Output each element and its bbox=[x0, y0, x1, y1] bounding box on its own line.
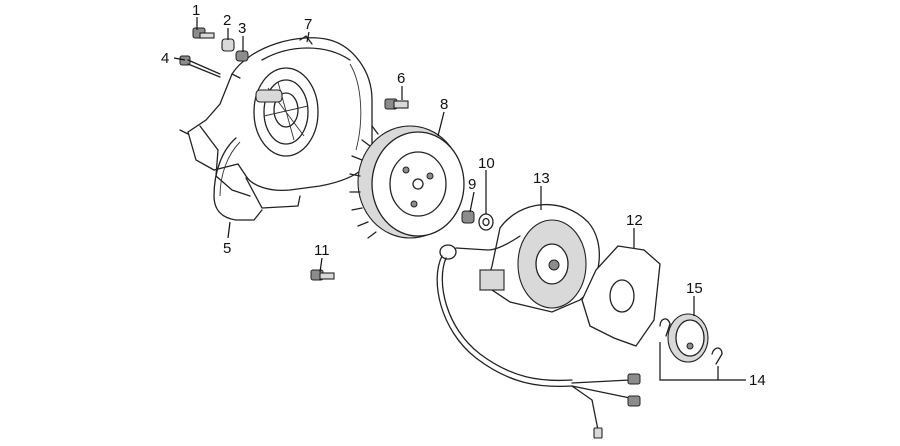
part-9-nut bbox=[461, 210, 475, 224]
leader-8 bbox=[437, 111, 445, 137]
part-7-fan-cover bbox=[179, 35, 373, 209]
callout-13: 13 bbox=[533, 170, 550, 187]
callout-labels: 1 2 3 4 5 6 7 8 9 10 11 12 13 14 15 bbox=[161, 2, 766, 389]
part-4-screw bbox=[179, 55, 221, 78]
callout-11: 11 bbox=[314, 242, 330, 259]
callout-10: 10 bbox=[478, 155, 495, 172]
part-5-gasket bbox=[213, 137, 263, 221]
callout-9: 9 bbox=[468, 176, 476, 193]
leader-14 bbox=[659, 342, 746, 381]
callout-8: 8 bbox=[440, 96, 448, 113]
part-2-spacer bbox=[221, 38, 235, 52]
part-12-plate bbox=[581, 245, 661, 347]
part-15-cap bbox=[667, 313, 709, 363]
callout-6: 6 bbox=[397, 70, 405, 87]
callout-3: 3 bbox=[238, 20, 246, 37]
leader-9 bbox=[469, 191, 475, 213]
leader-lines bbox=[173, 17, 746, 381]
callout-12: 12 bbox=[626, 212, 643, 229]
callout-5: 5 bbox=[223, 240, 231, 257]
leader-5 bbox=[227, 221, 231, 239]
callout-15: 15 bbox=[686, 280, 703, 297]
part-10-washer bbox=[478, 213, 494, 231]
leader-4 bbox=[173, 57, 186, 61]
part-8-flywheel bbox=[349, 125, 465, 239]
callout-4: 4 bbox=[161, 50, 169, 67]
part-6-bolt bbox=[384, 98, 409, 110]
callout-14: 14 bbox=[749, 372, 766, 389]
callout-1: 1 bbox=[192, 2, 200, 19]
part-3-nut bbox=[235, 50, 249, 62]
part-1-bolt bbox=[192, 27, 215, 39]
callout-2: 2 bbox=[223, 12, 231, 29]
leader-11 bbox=[319, 257, 323, 273]
callout-7: 7 bbox=[304, 16, 312, 33]
leader-7 bbox=[306, 31, 310, 43]
part-13-stator bbox=[436, 203, 641, 439]
part-11-bolt bbox=[310, 269, 335, 281]
part-14-clips bbox=[659, 318, 723, 365]
